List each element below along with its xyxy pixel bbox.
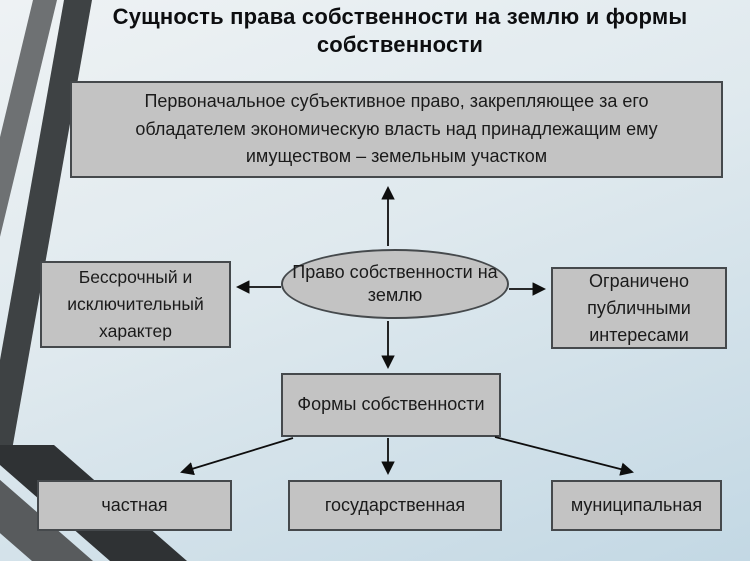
slide-title: Сущность права собственности на землю и … — [112, 4, 688, 57]
form-private-box: частная — [37, 480, 232, 531]
left-property-box: Бессрочный и исключительный характер — [40, 261, 231, 348]
arrow-forms-to-municipal — [494, 436, 634, 476]
central-ellipse: Право собственности на землю — [281, 249, 509, 319]
arrow-forms-to-private — [180, 437, 294, 476]
form-state-box: государственная — [288, 480, 502, 531]
forms-header-box: Формы собственности — [281, 373, 501, 437]
definition-box: Первоначальное субъективное право, закре… — [70, 81, 723, 178]
stripe-top-dark — [0, 0, 92, 450]
right-property-box: Ограничено публичными интересами — [551, 267, 727, 349]
form-municipal-box: муниципальная — [551, 480, 722, 531]
